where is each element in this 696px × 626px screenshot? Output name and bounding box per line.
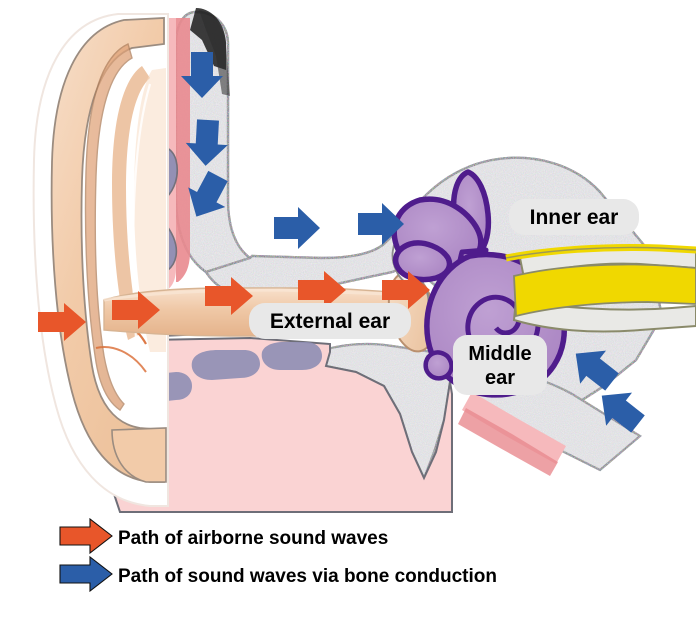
label-inner-ear-text: Inner ear	[530, 206, 619, 229]
legend-item-bone-conduction: Path of sound waves via bone conduction	[59, 555, 497, 593]
airborne-arrow-5	[382, 271, 430, 309]
label-inner-ear: Inner ear	[509, 199, 639, 235]
airborne-arrow-1	[38, 303, 86, 341]
label-middle-ear: Middle ear	[453, 335, 547, 395]
label-inner-ear-bg	[509, 199, 639, 235]
label-external-ear: External ear	[249, 303, 411, 339]
antitragus-line	[95, 346, 147, 373]
label-middle-ear-line2: ear	[485, 367, 515, 389]
airborne-arrow-3	[205, 277, 253, 315]
round-window	[423, 350, 454, 381]
airborne-arrow-2	[112, 291, 160, 329]
legend-label-bone-conduction: Path of sound waves via bone conduction	[118, 566, 497, 587]
bone-arrow-7	[601, 392, 645, 433]
bone-arrow-3	[188, 170, 228, 217]
concha-bowl	[134, 68, 166, 352]
bone-arrow-2	[185, 119, 228, 166]
antihelix	[112, 66, 150, 340]
cartilage-lobe-3	[261, 342, 322, 370]
legend-item-airborne: Path of airborne sound waves	[59, 517, 388, 555]
bone-arrow-5	[358, 203, 404, 245]
bone-arrow-4	[274, 207, 320, 249]
cartilage-lobe-2	[191, 350, 260, 380]
bone-arrow-6	[575, 350, 619, 391]
ear-lobe	[111, 427, 167, 483]
legend-arrow-airborne	[59, 517, 113, 555]
canal-highlight	[103, 288, 391, 302]
bone-arrow-1	[181, 52, 223, 98]
skull-cap-shadow-2	[199, 10, 230, 96]
legend-arrow-bone	[59, 555, 113, 593]
label-external-ear-text: External ear	[270, 310, 390, 333]
label-external-ear-bg	[249, 303, 411, 339]
nerve-branch-upper-outline	[505, 246, 696, 259]
nerve-trunk	[513, 263, 696, 318]
pinna-highlight	[132, 83, 152, 391]
scalp-lower-band	[458, 392, 566, 476]
helix	[84, 43, 133, 411]
auditory-nerve	[505, 243, 696, 333]
label-middle-ear-line1: Middle	[468, 343, 531, 365]
airborne-arrow-group	[38, 271, 430, 341]
legend-label-airborne: Path of airborne sound waves	[118, 528, 388, 549]
airborne-arrow-4	[298, 271, 346, 309]
label-middle-ear-bg	[453, 335, 547, 395]
legend: Path of airborne sound waves Path of sou…	[59, 517, 497, 593]
pinna	[32, 13, 169, 507]
bone-conduction-arrow-group	[181, 52, 645, 433]
